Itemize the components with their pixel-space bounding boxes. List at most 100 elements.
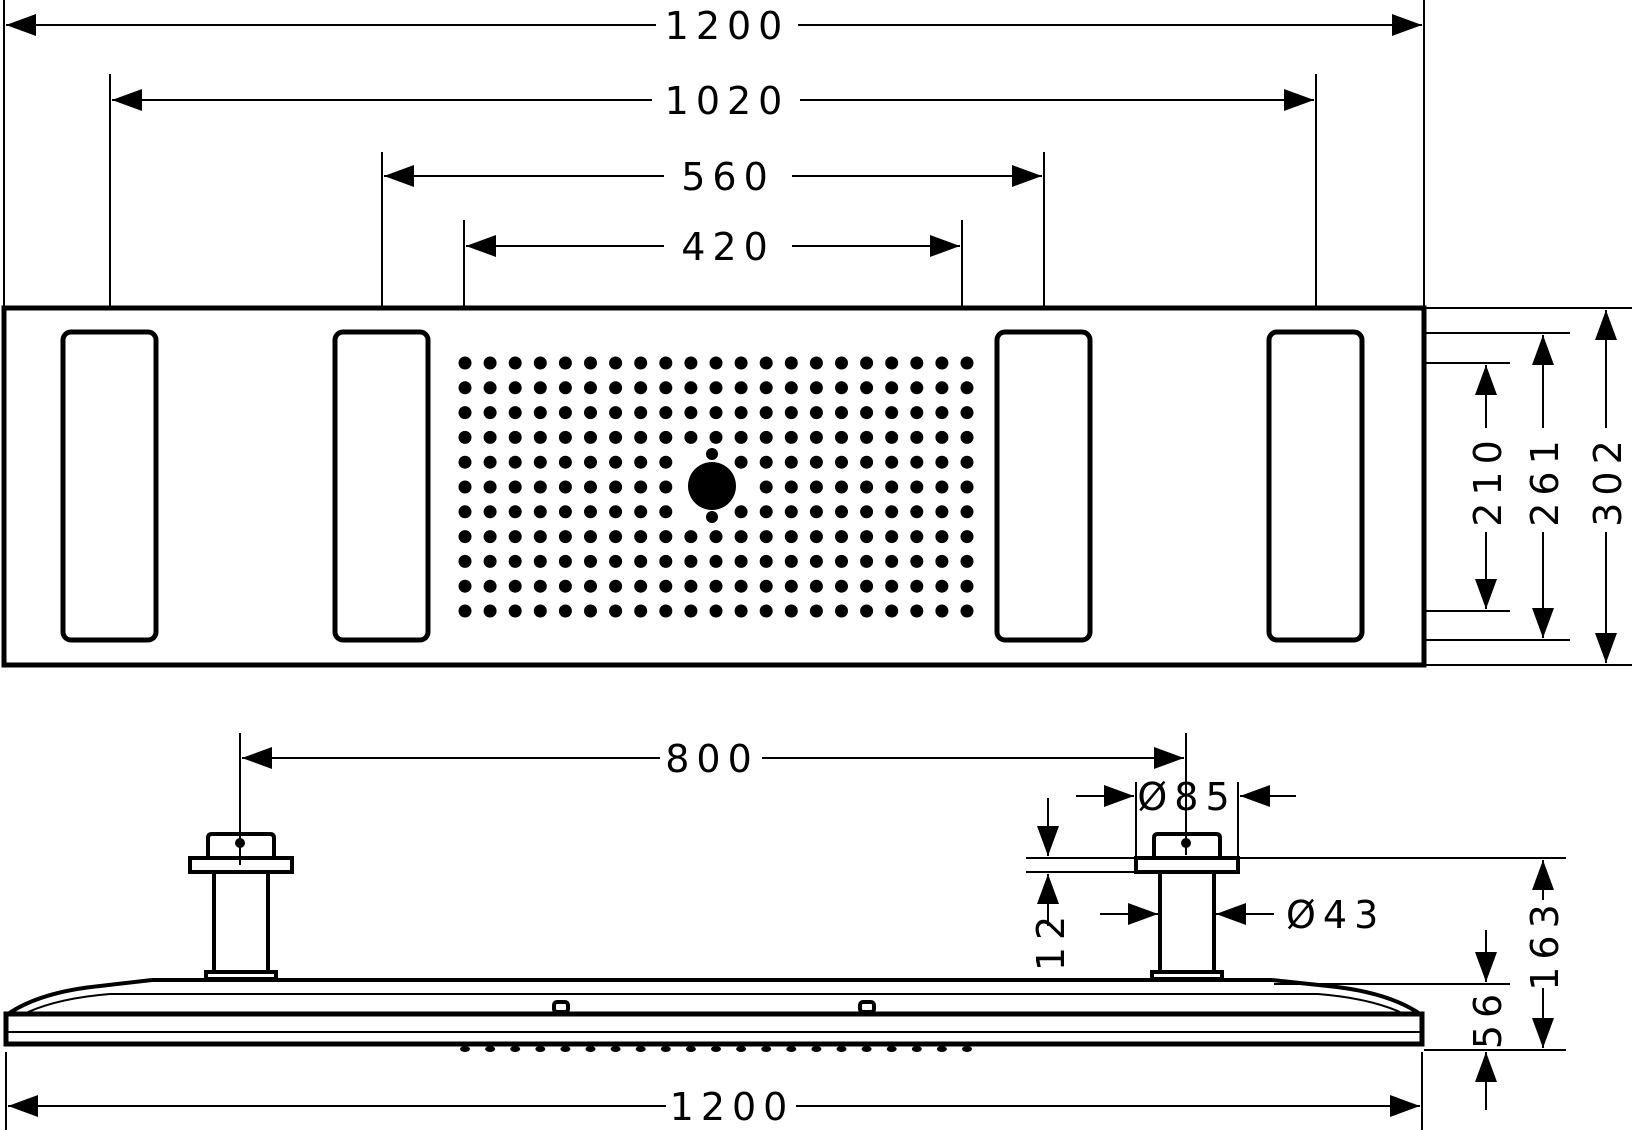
nozzle-dot: [508, 530, 522, 544]
nozzle-dot: [533, 381, 547, 395]
nozzle-dot: [684, 406, 698, 420]
nozzle-dot: [458, 455, 472, 469]
nozzle-dot: [634, 579, 648, 593]
nozzle-dot: [835, 530, 848, 544]
nozzle-tip: [685, 1046, 696, 1052]
nozzle-dot: [734, 554, 748, 568]
nozzle-dot: [684, 381, 698, 395]
nozzle-dot: [483, 554, 497, 568]
nozzle-dot: [584, 381, 597, 395]
nozzle-dot: [809, 604, 823, 618]
nozzle-dot: [659, 530, 673, 544]
nozzle-dot: [709, 381, 723, 395]
nozzle-dot: [508, 356, 522, 370]
nozzle-dot: [634, 480, 648, 494]
nozzle-dot: [533, 356, 547, 370]
nozzle-dot: [458, 554, 472, 568]
nozzle-dot: [835, 430, 848, 444]
nozzle-dot: [784, 455, 798, 469]
nozzle-dot: [935, 554, 949, 568]
nozzle-dot: [835, 381, 848, 395]
nozzle-dot: [659, 381, 673, 395]
nozzle-dot: [835, 480, 848, 494]
nozzle-dot: [809, 455, 823, 469]
nozzle-dot: [860, 604, 874, 618]
dimension-label-261: 261: [1523, 433, 1567, 527]
side-view: 800 Ø85: [3, 733, 1567, 1130]
nozzle-dot: [533, 604, 547, 618]
nozzle-dot: [784, 356, 798, 370]
nozzle-dot: [458, 406, 472, 420]
nozzle-dot: [759, 406, 773, 420]
nozzle-dot: [734, 505, 748, 519]
nozzle-dot: [910, 381, 924, 395]
nozzle-dot: [609, 455, 623, 469]
nozzle-dot: [609, 356, 623, 370]
nozzle-strip: [460, 1046, 972, 1052]
nozzle-dot: [885, 480, 899, 494]
outlet-panel-outer-right: [1266, 329, 1365, 643]
nozzle-dot: [960, 480, 974, 494]
nozzle-dot: [835, 505, 848, 519]
nozzle-dot: [860, 430, 874, 444]
nozzle-dot: [709, 604, 723, 618]
nozzle-dot: [835, 554, 848, 568]
nozzle-dot: [734, 579, 748, 593]
nozzle-dot: [759, 356, 773, 370]
nozzle-dot: [684, 356, 698, 370]
dimension-inner-outlet-spacing: 560: [384, 155, 1042, 199]
nozzle-dot: [458, 480, 472, 494]
nozzle-dot: [533, 505, 547, 519]
nozzle-dot: [634, 430, 648, 444]
nozzle-dot: [885, 430, 899, 444]
nozzle-tip: [560, 1046, 571, 1052]
nozzle-dot: [609, 579, 623, 593]
nozzle-tip: [911, 1046, 922, 1052]
nozzle-dot: [483, 381, 497, 395]
nozzle-dot: [558, 554, 572, 568]
nozzle-dot: [935, 505, 949, 519]
nozzle-dot: [659, 505, 673, 519]
nozzle-dot: [860, 406, 874, 420]
nozzle-dot: [860, 554, 874, 568]
nozzle-dot: [533, 554, 547, 568]
dimension-connection-spacing: 800: [239, 733, 1187, 865]
nozzle-dot: [609, 505, 623, 519]
nozzle-dot: [885, 406, 899, 420]
nozzle-dot: [533, 406, 547, 420]
nozzle-dot: [508, 381, 522, 395]
nozzle-dot: [759, 579, 773, 593]
nozzle-tip: [861, 1046, 872, 1052]
nozzle-dot: [508, 430, 522, 444]
nozzle-dot: [784, 579, 798, 593]
nozzle-dot: [960, 455, 974, 469]
nozzle-dot: [885, 381, 899, 395]
nozzle-dot: [558, 604, 572, 618]
nozzle-dot: [634, 356, 648, 370]
nozzle-dot: [860, 455, 874, 469]
nozzle-tip: [535, 1046, 546, 1052]
nozzle-dot: [609, 604, 623, 618]
dimension-overall-depth: 302: [1586, 310, 1630, 663]
nozzle-tip: [510, 1046, 521, 1052]
nozzle-dot: [910, 604, 924, 618]
nozzle-dot: [584, 579, 597, 593]
nozzle-dot: [483, 406, 497, 420]
dimension-overall-width: 1200: [6, 4, 1422, 48]
nozzle-dot: [684, 604, 698, 618]
nozzle-dot: [910, 530, 924, 544]
nozzle-dot: [860, 530, 874, 544]
nozzle-dot: [734, 356, 748, 370]
nozzle-dot: [609, 381, 623, 395]
nozzle-dot: [508, 480, 522, 494]
dimension-pipe-diameter: Ø43: [1100, 893, 1378, 937]
nozzle-grid: [458, 356, 974, 618]
nozzle-dot: [584, 406, 597, 420]
nozzle-dot: [659, 455, 673, 469]
nozzle-dot: [960, 406, 974, 420]
nozzle-tip: [585, 1046, 596, 1052]
nozzle-dot: [809, 530, 823, 544]
nozzle-dot: [835, 455, 848, 469]
nozzle-dot: [508, 554, 522, 568]
nozzle-dot: [533, 530, 547, 544]
